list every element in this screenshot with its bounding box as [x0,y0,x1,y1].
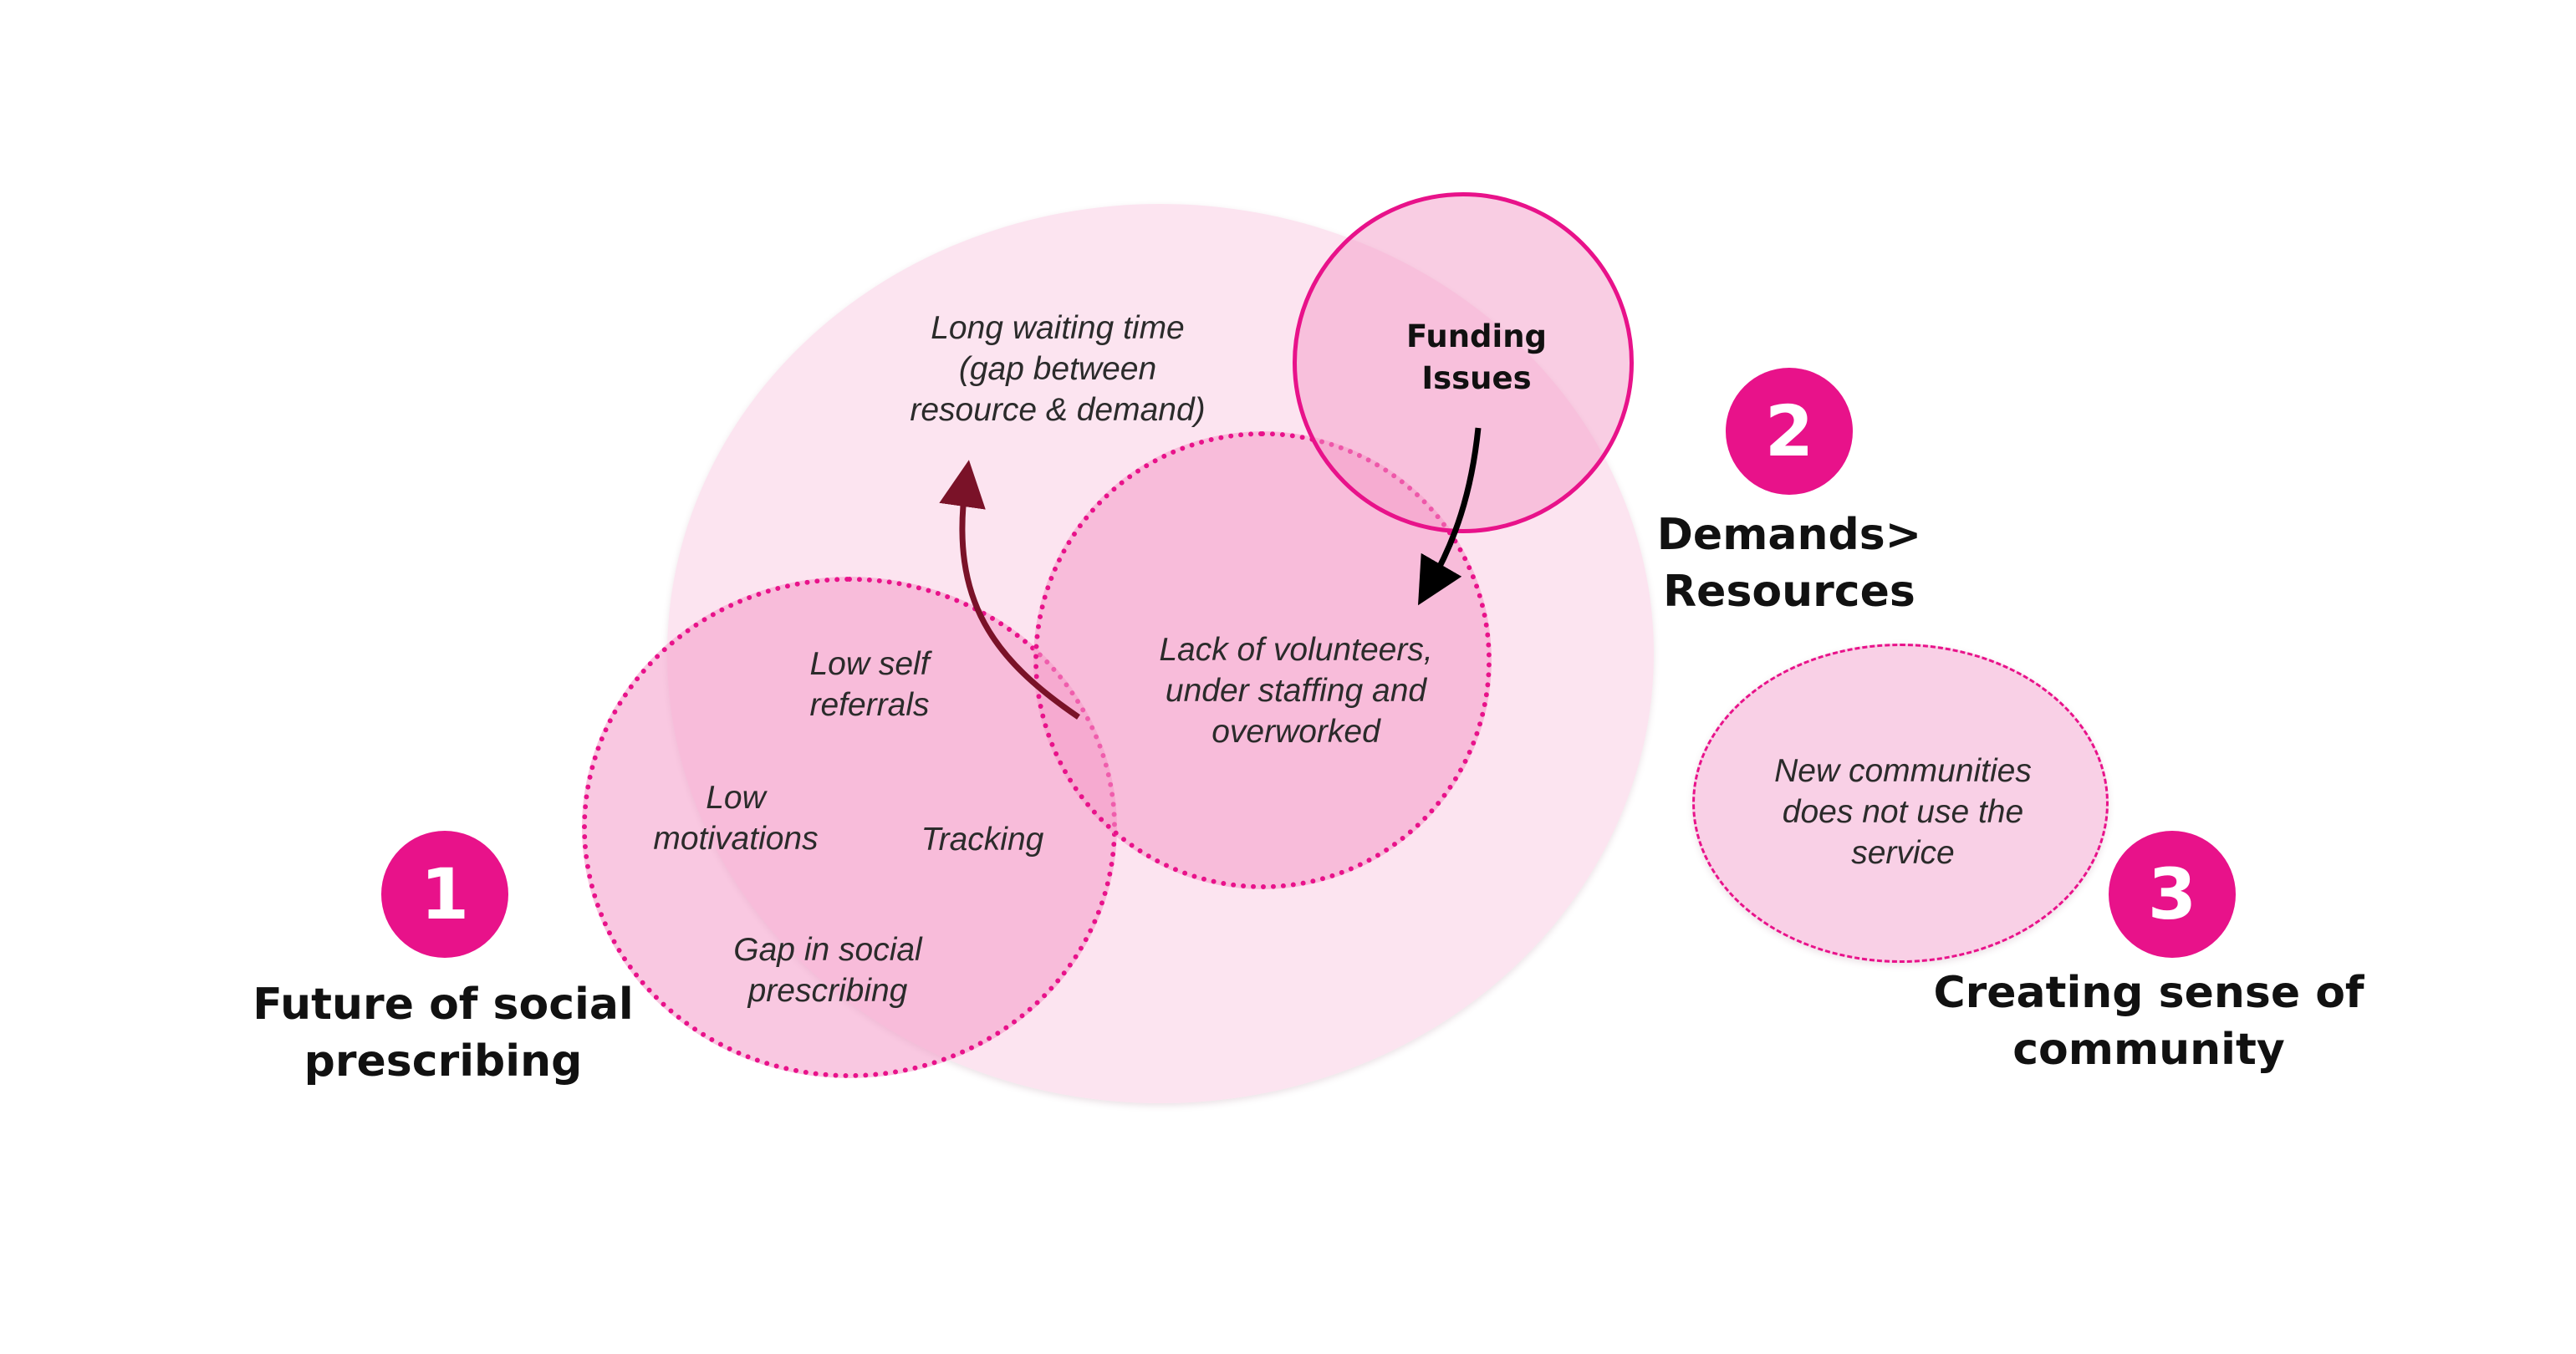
theme-3-title: Creating sense of community [1933,968,2364,1075]
funding-issues-text: Funding Issues [1405,318,1548,396]
lack-volunteers-text: Lack of volunteers, under staffing and o… [1159,632,1433,750]
theme-1-badge: 1 [381,831,508,958]
community-ellipse [1692,644,2109,963]
theme-1-title: Future of social prescribing [252,980,634,1087]
new-communities-text: New communities does not use the service [1774,753,2032,871]
gap-social-prescribing-text: Gap in social prescribing [733,932,922,1009]
long-waiting-text: Long waiting time (gap between resource … [910,310,1206,428]
low-motivations-text: Low motivations [653,780,819,857]
theme-2-title: Demands> Resources [1656,510,1922,617]
tracking-text: Tracking [921,822,1044,858]
theme-2-badge: 2 [1726,368,1853,495]
theme-3-badge: 3 [2109,831,2236,958]
low-self-referrals-text: Low self referrals [809,646,930,723]
